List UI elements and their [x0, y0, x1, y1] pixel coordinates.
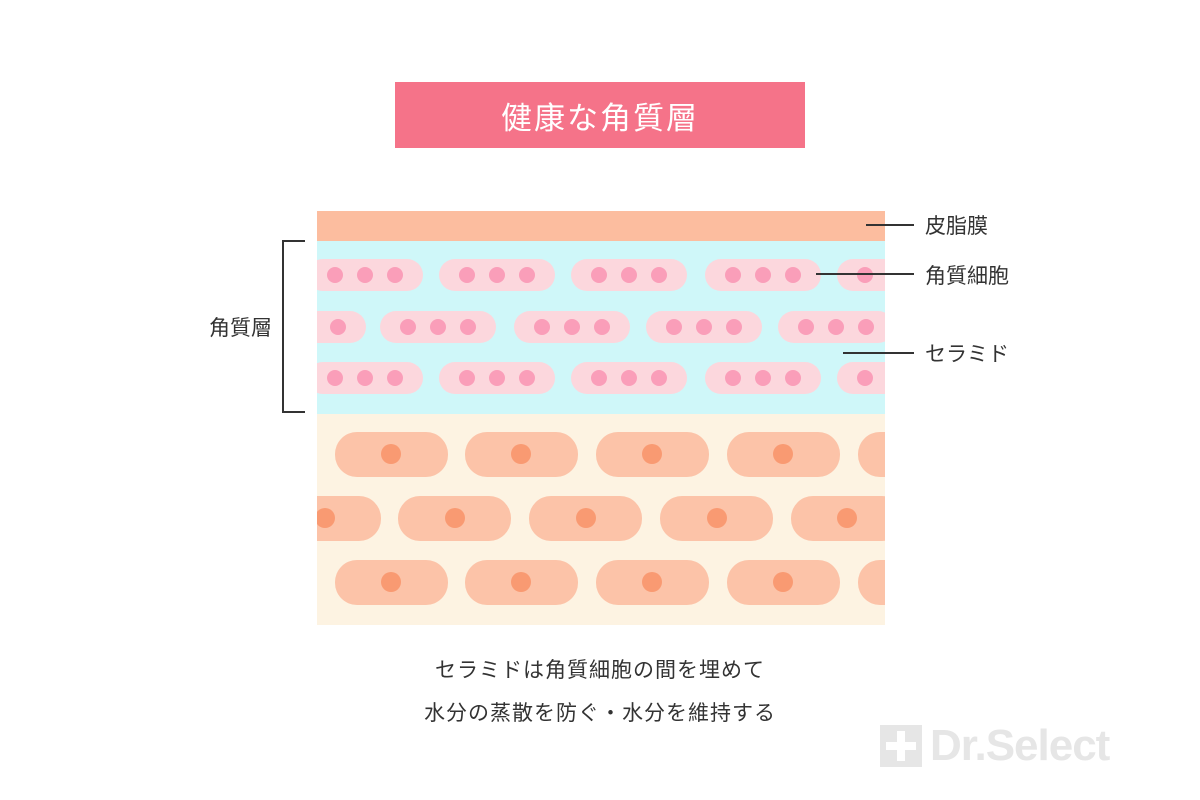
logo-text: Dr.Select [930, 721, 1110, 770]
lower-cell [858, 560, 885, 605]
stratum-corneum-bracket [282, 240, 305, 413]
lower-cell [317, 496, 381, 541]
stratum-corneum-label: 角質層 [209, 316, 272, 340]
caption-line-2: 水分の蒸散を防ぐ・水分を維持する [424, 701, 776, 725]
lower-cell-row [335, 560, 885, 605]
caption-line-1: セラミドは角質細胞の間を埋めて [435, 658, 765, 682]
sebum-layer [317, 211, 885, 241]
sebum-label: 皮脂膜 [925, 214, 988, 238]
lower-cell-row [335, 432, 885, 477]
corneocyte-label: 角質細胞 [925, 264, 1009, 288]
lower-cell-row [317, 496, 885, 541]
corneocyte-row [317, 311, 885, 343]
title-banner: 健康な角質層 [395, 82, 805, 148]
corneocyte-row [317, 362, 885, 394]
logo: Dr.Select [880, 718, 1170, 774]
corneocyte-row [317, 259, 885, 291]
lower-cell [858, 432, 885, 477]
corneocyte-cell [837, 362, 885, 394]
ceramide-label: セラミド [925, 342, 1009, 366]
medical-cross-icon [880, 725, 922, 767]
title-text: 健康な角質層 [501, 100, 699, 137]
